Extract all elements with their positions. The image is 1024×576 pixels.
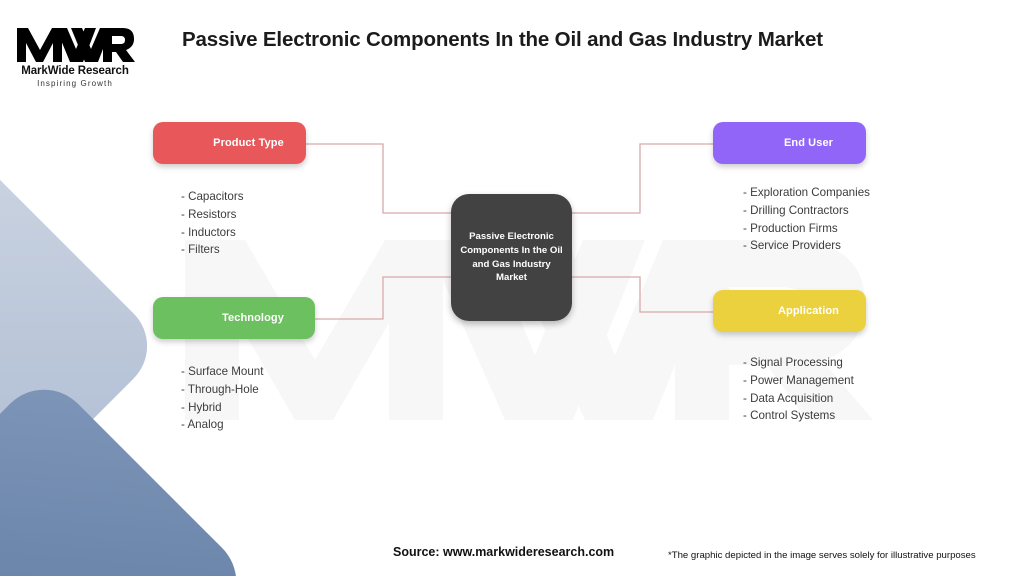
mwr-logo-icon: [17, 28, 135, 62]
list-item: - Control Systems: [743, 409, 836, 423]
branch-label-technology: Technology: [222, 312, 284, 324]
connector-application: [572, 276, 713, 313]
branch-header-end-user[interactable]: End User: [713, 122, 866, 164]
list-item: - Surface Mount: [181, 365, 264, 378]
list-item: - Hybrid: [181, 400, 222, 414]
logo-tagline: Inspiring Growth: [37, 79, 113, 88]
logo-company-name: MarkWide Research: [21, 65, 129, 77]
branch-header-product-type[interactable]: Product Type: [153, 122, 306, 164]
branch-product-type: Product Type - Capacitors - Resistors - …: [153, 122, 306, 259]
list-item: - Inductors: [181, 225, 236, 239]
list-item: - Capacitors: [181, 190, 244, 203]
list-item: - Power Management: [743, 373, 854, 387]
list-item: - Service Providers: [743, 239, 841, 253]
list-item: - Signal Processing: [743, 356, 843, 369]
connector-end-user: [572, 143, 713, 214]
branch-list-technology: - Surface Mount - Through-Hole - Hybrid …: [181, 363, 315, 434]
branch-label-end-user: End User: [783, 137, 834, 149]
page-title: Passive Electronic Components In the Oil…: [182, 28, 823, 51]
branch-label-product-type: Product Type: [213, 137, 284, 149]
list-item: - Drilling Contractors: [743, 203, 849, 217]
list-item: - Data Acquisition: [743, 391, 834, 405]
branch-header-technology[interactable]: Technology: [153, 297, 315, 339]
center-node: Passive Electronic Components In the Oil…: [451, 194, 572, 321]
list-item: - Through-Hole: [181, 382, 259, 396]
branch-list-end-user: - Exploration Companies - Drilling Contr…: [743, 184, 870, 255]
list-item: - Production Firms: [743, 221, 838, 235]
branch-header-application[interactable]: Application: [713, 290, 866, 332]
list-item: - Exploration Companies: [743, 186, 870, 199]
list-item: - Filters: [181, 243, 220, 257]
center-node-label: Passive Electronic Components In the Oil…: [460, 231, 563, 284]
brand-logo: MarkWide Research Inspiring Growth: [15, 22, 135, 92]
branch-application: Application - Signal Processing - Power …: [713, 290, 866, 425]
footer-disclaimer: *The graphic depicted in the image serve…: [668, 550, 976, 561]
list-item: - Resistors: [181, 207, 237, 221]
connector-product-type: [306, 143, 451, 214]
branch-end-user: End User - Exploration Companies - Drill…: [713, 122, 870, 255]
branch-label-application: Application: [778, 305, 839, 317]
branch-technology: Technology - Surface Mount - Through-Hol…: [153, 297, 315, 434]
connector-technology: [315, 276, 451, 320]
footer-source: Source: www.markwideresearch.com: [393, 545, 615, 559]
branch-list-application: - Signal Processing - Power Management -…: [743, 354, 866, 425]
branch-list-product-type: - Capacitors - Resistors - Inductors - F…: [181, 188, 306, 259]
list-item: - Analog: [181, 418, 224, 432]
